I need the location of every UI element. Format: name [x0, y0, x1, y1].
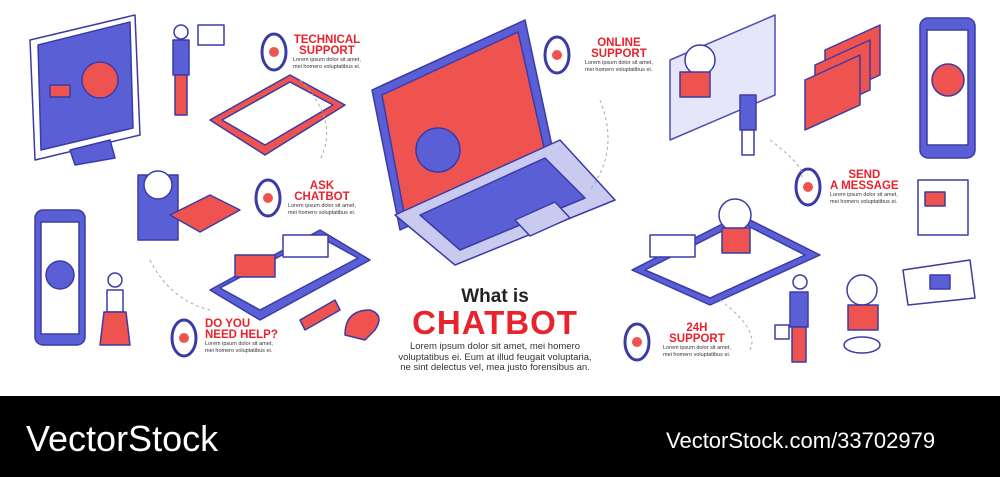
woman-person	[99, 272, 131, 346]
callout-text: Lorem ipsum dolor sit amet,mei homero vo…	[293, 57, 361, 70]
technician-person	[172, 24, 225, 116]
callout-text: Lorem ipsum dolor sit amet,mei homero vo…	[663, 345, 731, 358]
callout-text: Lorem ipsum dolor sit amet,mei homero vo…	[205, 341, 273, 354]
phone-robot-platform	[631, 198, 821, 306]
businessman-robot	[774, 274, 881, 363]
callout-text: Lorem ipsum dolor sit amet,mei homero vo…	[288, 203, 356, 216]
phone-robot-illustration	[34, 209, 86, 346]
watermark-id: VectorStock.com/33702979	[666, 428, 936, 453]
message-cards	[902, 179, 976, 306]
exclamation-question-marks	[299, 299, 380, 341]
watermark-band	[0, 396, 1000, 477]
laptop-chatbot-illustration	[371, 19, 616, 266]
heading-big: CHATBOT	[412, 304, 578, 341]
smartphone-chat-illustration	[209, 229, 371, 321]
online-support-screen	[669, 14, 776, 156]
center-heading: What is CHATBOT Lorem ipsum dolor sit am…	[385, 286, 605, 374]
callout-text: Lorem ipsum dolor sit amet,mei homero vo…	[585, 60, 653, 73]
phone-operator-illustration	[919, 17, 976, 159]
heading-small: What is	[461, 286, 529, 307]
callout-text: Lorem ipsum dolor sit amet,mei homero vo…	[830, 192, 898, 205]
tablet-illustration	[209, 74, 346, 156]
illustrations	[29, 14, 976, 363]
robot-chatbot-box	[137, 170, 241, 241]
watermark-brand: VectorStock	[26, 418, 219, 459]
monitor-operator-illustration	[29, 14, 141, 166]
dashed-connectors	[149, 79, 803, 351]
envelopes-illustration	[804, 24, 881, 131]
